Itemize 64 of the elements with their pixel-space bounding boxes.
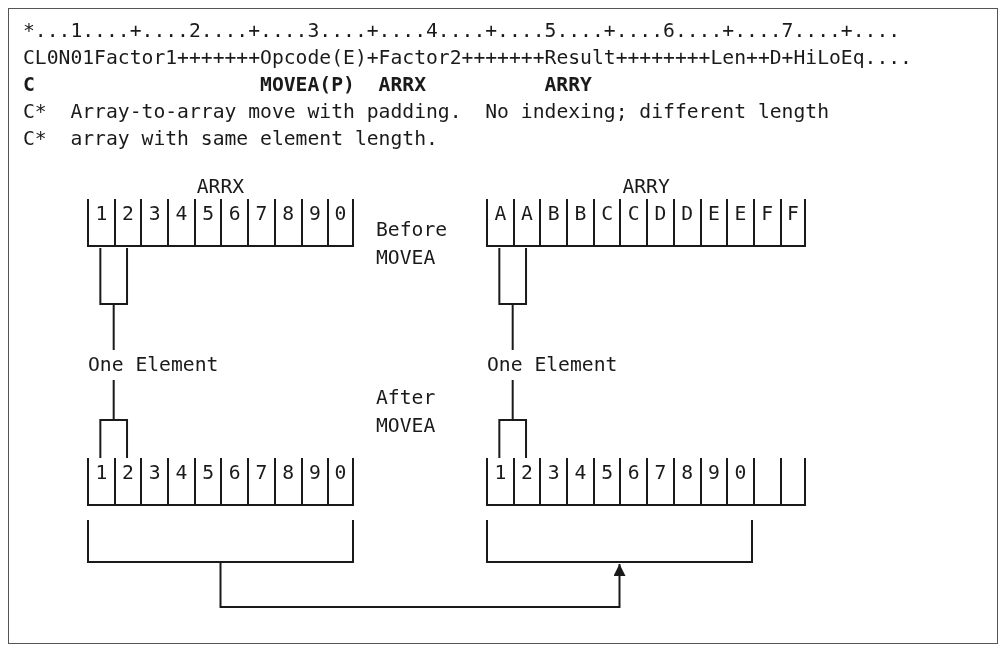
leader-line xyxy=(99,247,129,351)
array-cell: B xyxy=(539,199,567,245)
array-cell: 4 xyxy=(167,199,194,245)
array-cell: 8 xyxy=(273,458,301,504)
array-cell: 2 xyxy=(512,458,540,504)
array-cell: C xyxy=(592,199,620,245)
array-cell: 4 xyxy=(167,458,194,504)
leader-line xyxy=(99,379,129,459)
array-cell: 1 xyxy=(486,458,513,504)
ruler-line: *...1....+....2....+....3....+....4....+....5....+....6....+....7....+.... xyxy=(23,18,901,44)
code-text: C xyxy=(23,72,35,98)
array-name: ARRY xyxy=(621,175,671,199)
array-cell: F xyxy=(779,199,807,245)
callout-text: One Element xyxy=(88,352,219,378)
state-label: Before MOVEA xyxy=(376,217,449,271)
array-cell: D xyxy=(646,199,673,245)
array-cell: 0 xyxy=(327,458,354,504)
code-text: MOVEA(P) xyxy=(260,72,355,98)
code-text: ARRX xyxy=(378,72,426,98)
array-cell: D xyxy=(672,199,700,245)
array-cell: 7 xyxy=(646,458,673,504)
array-cell: 4 xyxy=(566,458,593,504)
array-cell: 8 xyxy=(672,458,700,504)
array-cell: 0 xyxy=(327,199,354,245)
leader-line xyxy=(498,379,528,459)
array-cell: 9 xyxy=(300,199,328,245)
array-cell: 2 xyxy=(113,199,141,245)
code-text: ARRY xyxy=(544,72,592,98)
comment-line: C* Array-to-array move with padding. No indexing; different length xyxy=(23,99,829,125)
callout-text: One Element xyxy=(487,352,618,378)
array-cell: 3 xyxy=(140,458,168,504)
arrow xyxy=(219,562,626,608)
array-name: ARRX xyxy=(195,175,246,199)
leader-line xyxy=(498,247,528,351)
array-cell: 6 xyxy=(619,458,647,504)
array-cell: 5 xyxy=(193,199,221,245)
bracket xyxy=(87,520,354,563)
empty-array-cell xyxy=(779,458,807,504)
state-label: After MOVEA xyxy=(376,385,437,439)
array-cell: 9 xyxy=(699,458,727,504)
array-cell: E xyxy=(726,199,753,245)
array-cell: 2 xyxy=(113,458,141,504)
array-cell: 7 xyxy=(247,458,274,504)
array-cell: C xyxy=(619,199,647,245)
array-cell: 3 xyxy=(539,458,567,504)
array-cell: F xyxy=(752,199,780,245)
array-cell: 1 xyxy=(87,458,114,504)
array-cell: A xyxy=(486,199,513,245)
array-cell: 7 xyxy=(247,199,274,245)
array-cell: 5 xyxy=(592,458,620,504)
column-header-line: CL0N01Factor1+++++++Opcode(E)+Factor2+++++++Result++++++++Len++D+HiLoEq.... xyxy=(23,45,912,71)
bracket xyxy=(486,520,753,563)
array-cell: 6 xyxy=(220,199,248,245)
array-cell: 6 xyxy=(220,458,248,504)
array-cell: 8 xyxy=(273,199,301,245)
array-cell: 0 xyxy=(726,458,753,504)
array-cell: E xyxy=(699,199,727,245)
array-cell: 3 xyxy=(140,199,168,245)
array-cell: 1 xyxy=(87,199,114,245)
array-cell: 9 xyxy=(300,458,328,504)
array-cell: B xyxy=(566,199,593,245)
comment-line: C* array with same element length. xyxy=(23,126,438,152)
array-cell: A xyxy=(512,199,540,245)
array-cell: 5 xyxy=(193,458,221,504)
